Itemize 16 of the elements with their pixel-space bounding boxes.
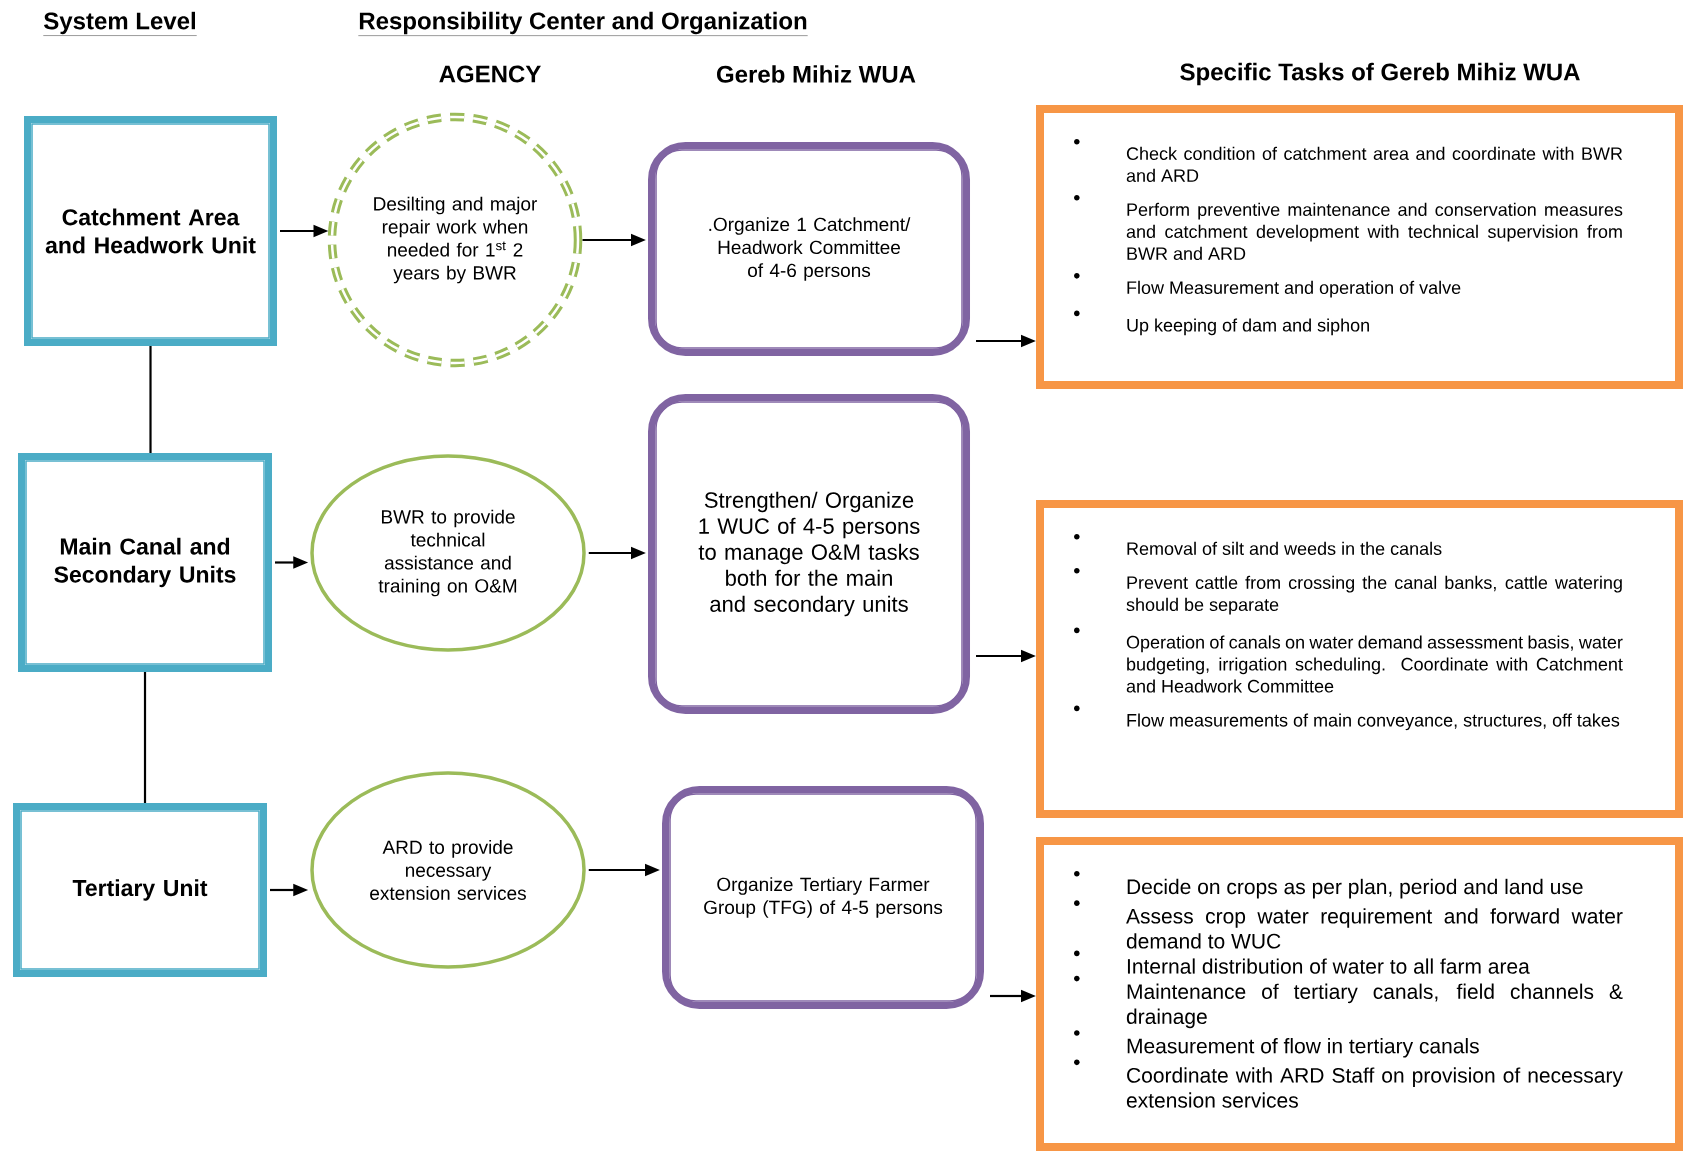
system-level-box: Tertiary Unit — [13, 803, 267, 977]
connector-line — [149, 346, 152, 453]
committee-box: Organize Tertiary Farmer Group (TFG) of 4-5 persons — [662, 786, 984, 1009]
column-heading: Specific Tasks of Gereb Mihiz WUA — [1180, 62, 1580, 86]
system-level-box: Catchment Area and Headwork Unit — [24, 116, 277, 346]
committee-box: .Organize 1 Catchment/ Headwork Committee of 4-6 persons — [648, 142, 970, 356]
connector-line — [143, 672, 147, 803]
section-heading: System Level — [43, 11, 197, 36]
committee-box: Strengthen/ Organize 1 WUC of 4-5 persons to manage O&M tasks both for the main and secondary units — [648, 394, 970, 714]
task-box: Removal of silt and weeds in the canals Prevent cattle from crossing the canal banks, cattle watering should be separate Operation of canals on water demand assessment basis, water budgeting, irrigation scheduling. Coordinate with Catchment and Headwork Committee Flow measurements of main conveyance, structures, off takes — [1036, 500, 1683, 818]
section-heading: Responsibility Center and Organization — [358, 11, 808, 36]
column-heading: AGENCY — [439, 65, 541, 83]
task-box: Check condition of catchment area and coordinate with BWR and ARD Perform preventive maintenance and conservation measures and catchment development with technical supervision from BWR and ARD Flow Measurement and operation of valve Up keeping of dam and siphon — [1036, 105, 1683, 389]
system-level-box: Main Canal and Secondary Units — [18, 453, 272, 672]
column-heading: Gereb Mihiz WUA — [717, 65, 916, 83]
task-box: Decide on crops as per plan, period and land use Assess crop water requirement and forward water demand to WUC Internal distribution of water to all farm area Maintenance of tertiary canals, field channels & drainage Measurement of flow in tertiary canals Coordinate with ARD Staff on provision of necessary extension services — [1036, 837, 1683, 1151]
